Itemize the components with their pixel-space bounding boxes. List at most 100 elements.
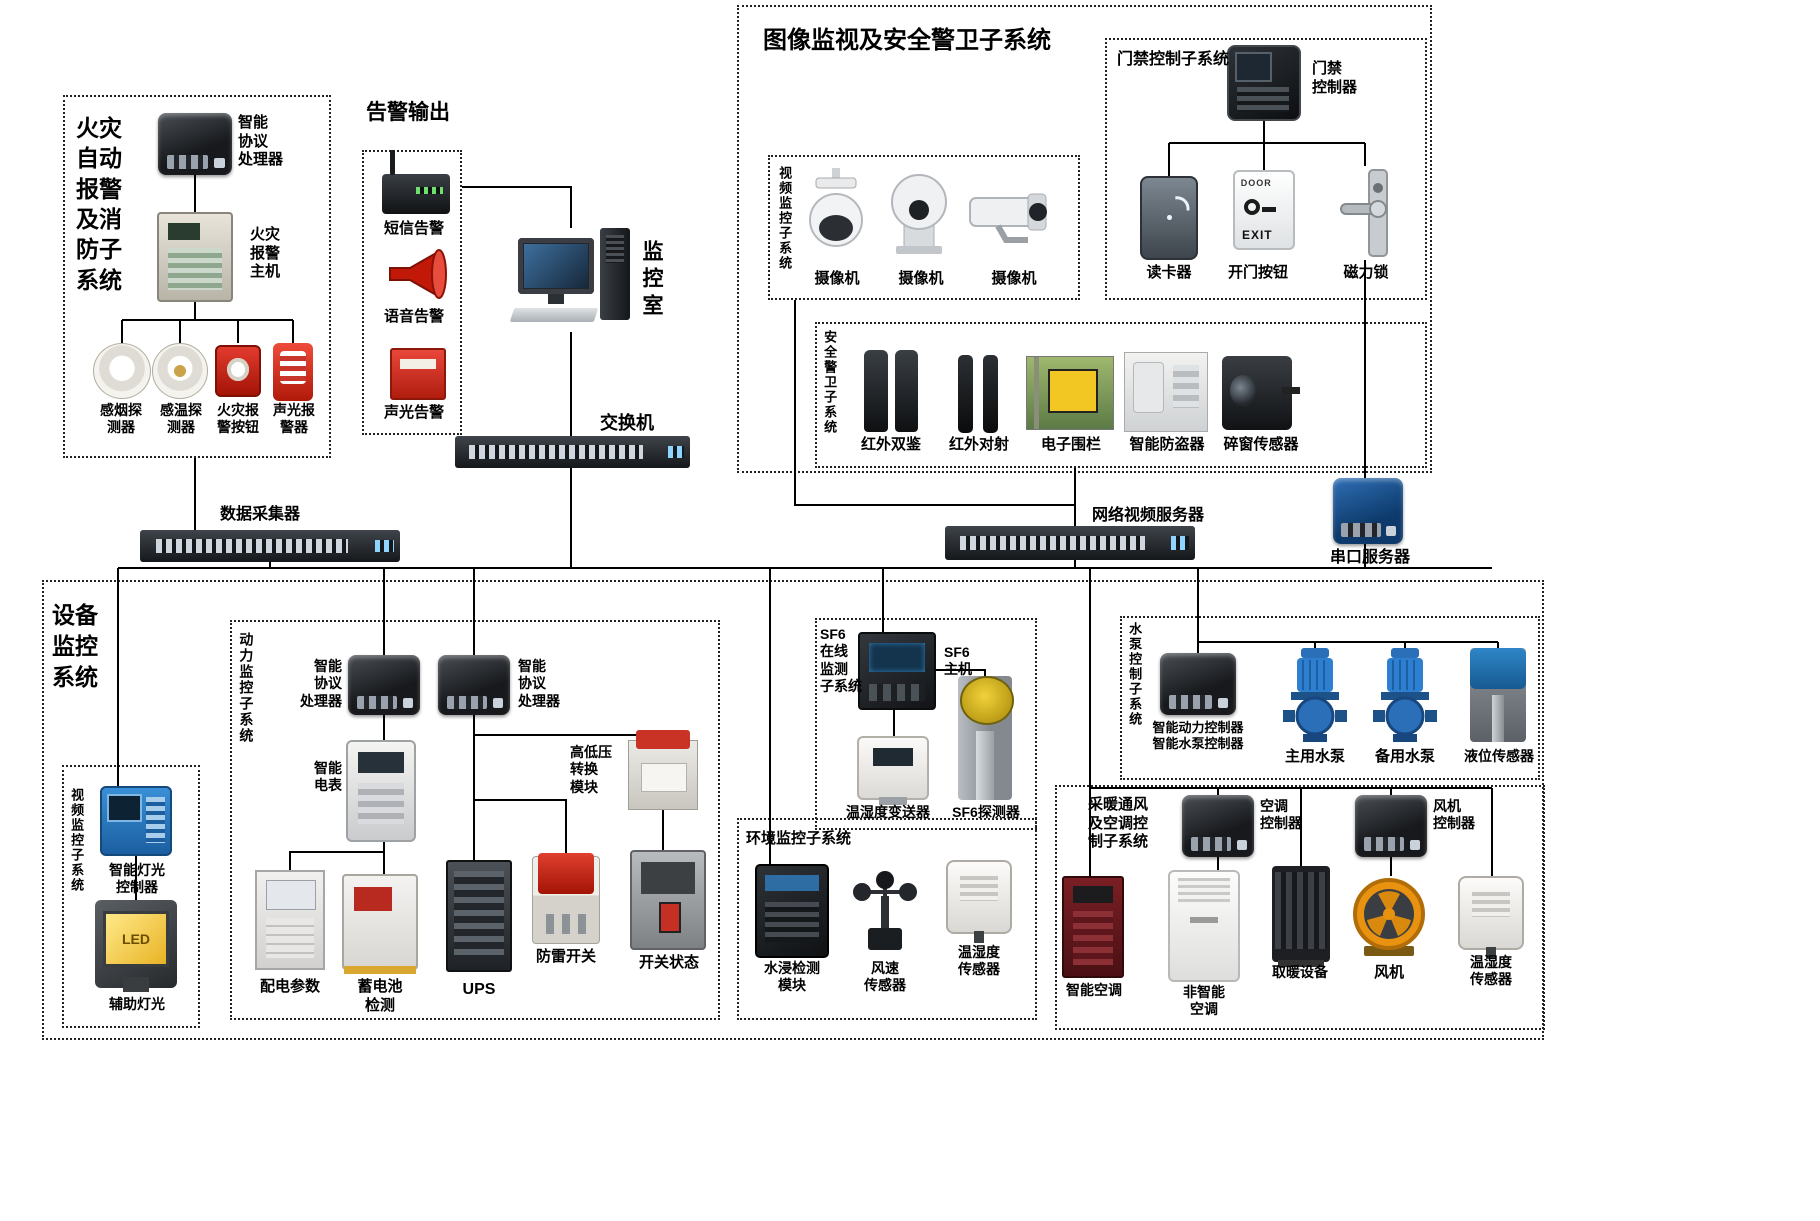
env-th-sensor-label: 温湿度 传感器 [958, 944, 1000, 978]
ups-device [446, 860, 512, 972]
main-pump-label: 主用水泵 [1284, 748, 1345, 765]
pc-tower-icon [600, 228, 630, 320]
plain-ac-label: 非智能 空调 [1183, 984, 1225, 1018]
smart-meter-label: 智能 电表 [314, 760, 342, 794]
glass-break-label: 碎窗传感器 [1223, 436, 1299, 453]
alarm-output-title: 告警输出 [366, 101, 450, 124]
hvac-title: 采暖通风 及空调控 制子系统 [1088, 796, 1149, 851]
smart-meter-device [346, 740, 416, 842]
video-surveillance-title: 视频监控子系统 [777, 166, 793, 271]
sf6-monitoring-box [815, 618, 1037, 830]
magnetic-lock-label: 磁力锁 [1343, 264, 1389, 281]
plain-ac-device [1168, 870, 1240, 982]
serial-server-label: 串口服务器 [1329, 549, 1410, 566]
ir-beam-icon [952, 355, 1004, 433]
sf6-title: SF6 在线 监测 子系统 [820, 626, 862, 695]
exit-text: EXIT [1241, 227, 1273, 242]
pc-keyboard-icon [509, 308, 599, 322]
hvac-control-box [1055, 785, 1545, 1030]
card-reader-device [1140, 176, 1198, 260]
core-switch-device [455, 436, 690, 468]
fire-alarm-button-label: 火灾报 警按钮 [217, 402, 259, 436]
surge-label: 防雷开关 [535, 948, 596, 965]
card-reader-label: 读卡器 [1146, 264, 1192, 281]
fire-protocol-processor-device [158, 113, 232, 175]
backup-pump-icon [1373, 648, 1437, 742]
data-collector-label: 数据采集器 [220, 506, 301, 523]
camera-label-2: 摄像机 [898, 270, 944, 287]
pump-controller-label: 智能动力控制器 智能水泵控制器 [1152, 720, 1244, 752]
wind-sensor-label: 风速 传感器 [864, 960, 906, 994]
power-processor-right-device [438, 655, 510, 715]
water-leak-label: 水浸检测 模块 [764, 960, 820, 994]
smart-ac-device [1062, 876, 1124, 978]
ir-beam-label: 红外对射 [948, 436, 1009, 453]
camera-label-1: 摄像机 [814, 270, 860, 287]
sf6-detector-label: SF6探测器 [952, 804, 1020, 820]
ir-dual-detector-icon [862, 350, 920, 432]
fan-icon [1353, 878, 1425, 956]
camera-label-3: 摄像机 [991, 270, 1037, 287]
nvr-label: 网络视频服务器 [1092, 507, 1205, 524]
fire-alarm-host-device [157, 212, 233, 302]
environment-monitoring-box [737, 818, 1037, 1020]
ptz-dome-camera-icon [809, 168, 863, 247]
distribution-label: 配电参数 [259, 978, 320, 995]
access-controller-label: 门禁 控制器 [1312, 60, 1358, 96]
sf6-host-device [858, 632, 936, 710]
ir-dual-label: 红外双鉴 [860, 436, 921, 453]
burglar-alarm-kit-icon [1124, 352, 1208, 432]
video-surveillance-box [768, 155, 1080, 300]
main-pump-icon [1283, 648, 1347, 742]
fan-label: 风机 [1373, 964, 1404, 981]
hv-module-label: 高低压 转换 模块 [570, 744, 612, 795]
light-controller-device [100, 786, 172, 856]
video-sub-box [62, 765, 200, 1028]
pc-monitor-icon [518, 238, 594, 294]
power-monitoring-box [230, 620, 720, 1020]
ac-controller-label: 空调 控制器 [1260, 798, 1302, 832]
smoke-detector-label: 感烟探 测器 [100, 402, 142, 436]
alarm-output-box [362, 150, 462, 435]
door-exit-button-device: DOOR EXIT [1233, 170, 1295, 250]
bullet-camera-icon [969, 193, 1047, 243]
backup-pump-label: 备用水泵 [1374, 748, 1435, 765]
led-floodlight-icon: LED [95, 900, 177, 992]
fire-subsystem-title: 火灾 自动 报警 及消 防子 系统 [76, 115, 122, 293]
sf6-detector-device [958, 676, 1014, 800]
surge-protector-device [532, 852, 600, 944]
serial-server-device [1333, 478, 1403, 544]
pump-title: 水泵控制子系统 [1127, 622, 1143, 727]
glass-break-sensor-icon [1222, 356, 1301, 430]
door-button-label: 开门按钮 [1227, 264, 1288, 281]
burglar-alarm-label: 智能防盗器 [1129, 436, 1205, 453]
door-text: DOOR [1240, 178, 1272, 189]
fan-controller-device [1355, 795, 1427, 857]
power-processor-left-label: 智能 协议 处理器 [300, 658, 342, 709]
battery-label: 蓄电池 检测 [357, 978, 403, 1014]
breaker-label: 开关状态 [638, 954, 699, 971]
battery-tester-device [342, 874, 418, 975]
magnetic-lock-icon [1340, 169, 1388, 257]
strobe-alarm-icon [273, 343, 313, 401]
surveillance-box [737, 5, 1432, 473]
hvac-th-sensor-device [1458, 876, 1524, 959]
smoke-detector-icon [93, 343, 151, 399]
key-icon [1244, 199, 1277, 216]
data-collector-device [140, 530, 400, 562]
env-th-sensor-device [946, 860, 1012, 943]
monitor-room-computer [509, 226, 632, 332]
sms-alert-label: 短信告警 [383, 220, 444, 237]
access-control-box [1105, 38, 1427, 300]
heater-device [1272, 866, 1330, 967]
power-processor-right-label: 智能 协议 处理器 [518, 658, 560, 709]
speed-dome-camera-icon [891, 174, 947, 254]
fire-alarm-host-label: 火灾 报警 主机 [250, 226, 281, 281]
fire-subsystem-box [63, 95, 331, 458]
distribution-cabinet-device [255, 870, 325, 970]
security-guard-title: 安全警卫子系统 [822, 330, 838, 435]
voice-alert-horn-icon [389, 249, 447, 299]
aux-light-label: 辅助灯光 [109, 996, 165, 1012]
equipment-title: 设备 监控 系统 [52, 602, 98, 691]
fire-protocol-processor-label: 智能 协议 处理器 [238, 114, 284, 169]
